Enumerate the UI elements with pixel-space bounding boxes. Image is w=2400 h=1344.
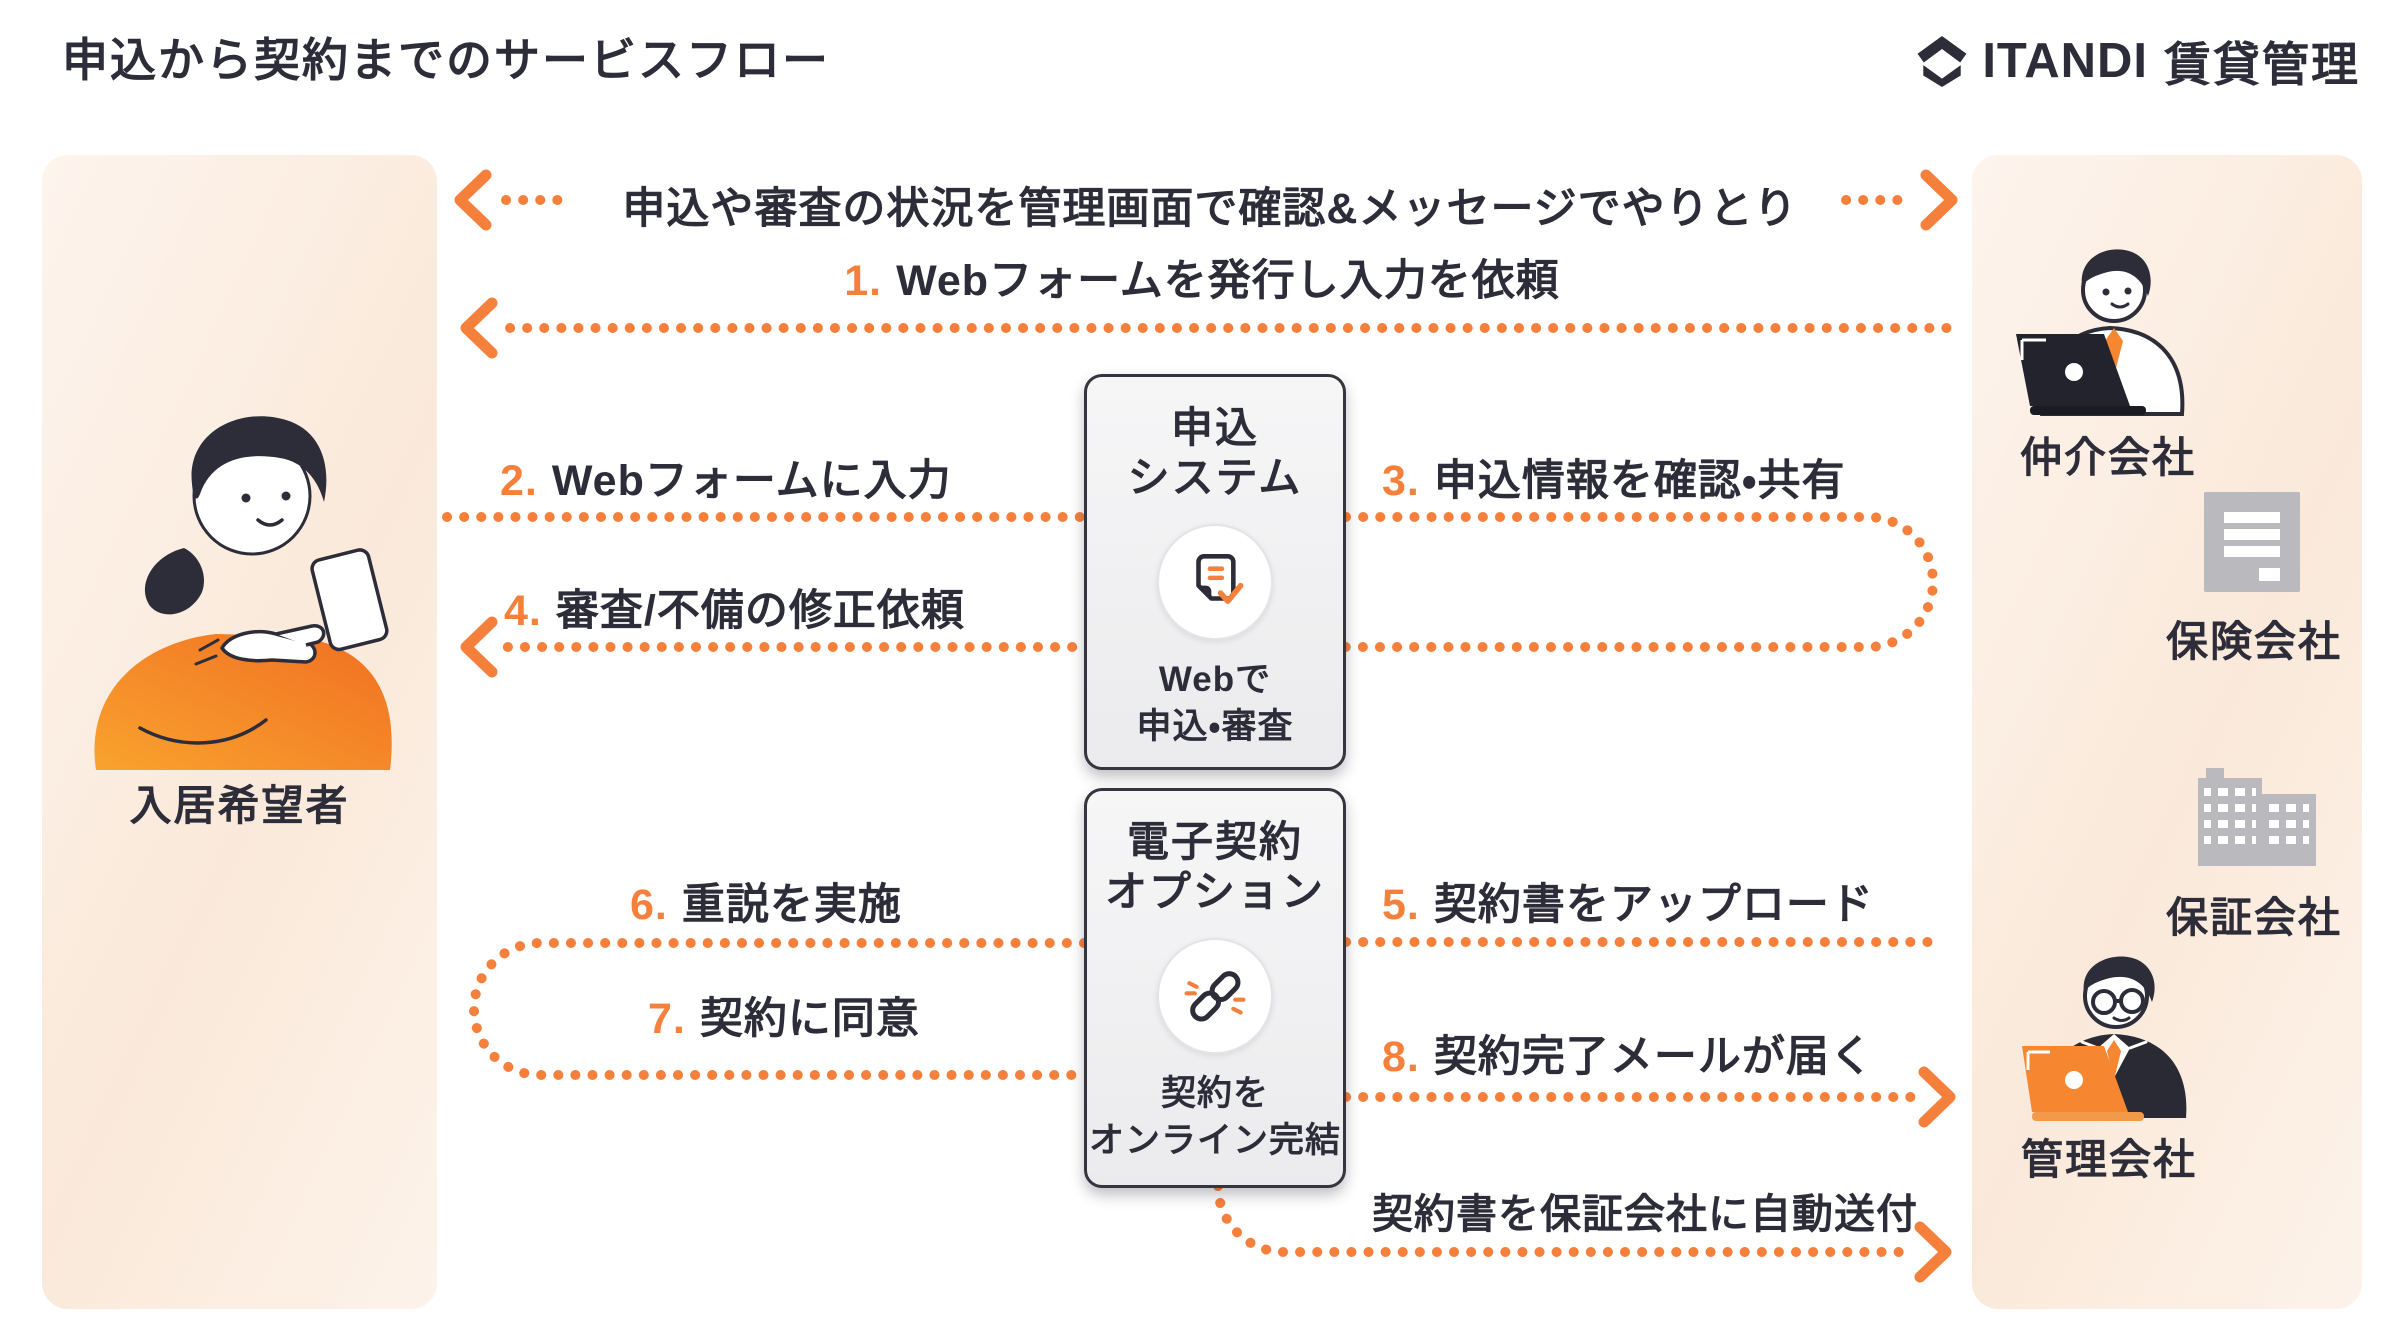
insurance-building-icon xyxy=(2204,492,2300,592)
document-check-icon xyxy=(1196,553,1244,604)
application-system-box: 申込 システム Webで 申込・審査 xyxy=(1084,374,1346,770)
broker-label: 仲介会社 xyxy=(2019,434,2196,481)
step1-label: 1.Webフォームを発行し入力を依頼 xyxy=(844,257,1560,305)
application-system-icon-circle xyxy=(1157,523,1273,640)
step1-arrowhead-icon xyxy=(460,297,498,359)
step6-step7-line xyxy=(469,938,1089,1080)
step3-label: 3.申込情報を確認・共有 xyxy=(1382,457,1846,505)
step4-label: 4.審査/不備の修正依頼 xyxy=(504,587,965,635)
status-sync-label: 申込や審査の状況を管理画面で確認&メッセージでやりとり xyxy=(622,185,1798,233)
page-title: 申込から契約までのサービスフロー xyxy=(62,34,830,86)
auto-send-label: 契約書を保証会社に自動送付 xyxy=(1372,1191,1918,1237)
broker-illustration xyxy=(2016,249,2185,416)
guarantor-label: 保証会社 xyxy=(2165,894,2342,941)
tenant-illustration xyxy=(94,416,392,770)
status-arrow-left-chevron-icon xyxy=(454,169,492,231)
econtract-option-title: 電子契約 オプション xyxy=(1104,818,1325,916)
application-system-title: 申込 システム xyxy=(1127,404,1303,502)
step7-label: 7.契約に同意 xyxy=(648,995,920,1043)
auto-send-line xyxy=(1213,1181,1917,1257)
insurance-label: 保険会社 xyxy=(2165,618,2342,665)
step4-arrowhead-icon xyxy=(460,616,498,678)
auto-send-arrowhead-icon xyxy=(1914,1221,1952,1283)
step8-arrowhead-icon xyxy=(1918,1066,1956,1128)
itandi-logo: ITANDI 賃貸管理 xyxy=(1916,26,2360,95)
step3-step4-line xyxy=(500,512,1938,652)
step6-label: 6.重説を実施 xyxy=(630,881,902,929)
status-arrow-right-chevron-icon xyxy=(1920,169,1958,231)
logo-brand-text: ITANDI xyxy=(1982,33,2148,88)
tenant-label: 入居希望者 xyxy=(129,782,350,829)
guarantor-buildings-icon xyxy=(2198,768,2316,866)
econtract-caption: 契約を オンライン完結 xyxy=(1088,1073,1341,1161)
link-icon xyxy=(1184,970,1246,1022)
manager-illustration xyxy=(2022,956,2187,1121)
application-system-caption: Webで 申込・審査 xyxy=(1136,659,1294,747)
logo-product-text: 賃貸管理 xyxy=(2164,38,2360,91)
step5-label: 5.契約書をアップロード xyxy=(1382,881,1874,929)
itandi-pentagon-logo-icon xyxy=(1917,35,1967,87)
econtract-option-box: 電子契約 オプション 契約を オンライン完結 xyxy=(1084,788,1346,1188)
step2-label: 2.Webフォームに入力 xyxy=(500,457,952,505)
manager-label: 管理会社 xyxy=(2020,1136,2197,1183)
step8-label: 8.契約完了メールが届く xyxy=(1382,1033,1874,1081)
econtract-icon-circle xyxy=(1157,937,1273,1054)
